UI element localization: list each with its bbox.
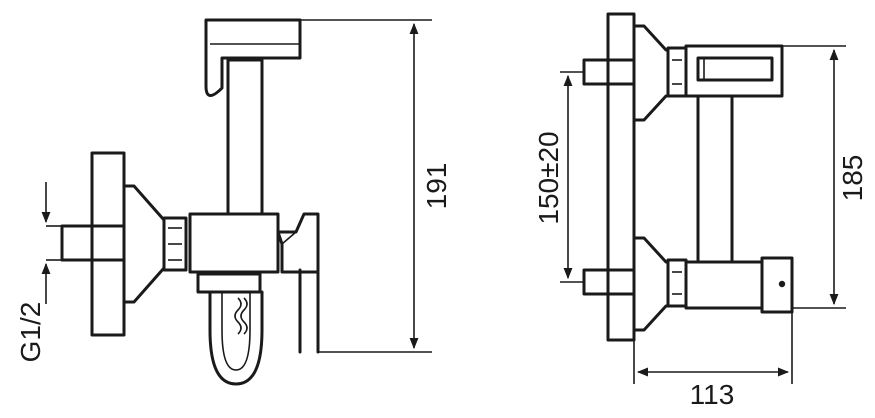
thread-label: G1/2 [15, 302, 46, 363]
width-113-label: 113 [690, 379, 735, 410]
side-rod-left [298, 268, 320, 354]
hose-outlet-left [196, 272, 264, 386]
dimension-150: 150±20 [533, 71, 584, 283]
sprayer-holder-left [204, 18, 302, 97]
height-185-label: 185 [837, 155, 868, 202]
dimension-191: 191 [300, 19, 452, 353]
column-right [696, 94, 734, 264]
dimension-191-label: 191 [421, 163, 452, 210]
left-view: 191 G1/2 [15, 18, 452, 386]
lower-valve-right [684, 256, 794, 314]
lever-handle-left [276, 212, 320, 274]
hex-nut-left [162, 216, 188, 272]
dimension-185: 185 [782, 45, 868, 309]
upper-holder-right [684, 44, 784, 98]
riser-pipe-left [226, 58, 264, 216]
spacing-label: 150±20 [533, 131, 564, 224]
dimension-113: 113 [633, 312, 793, 410]
valve-body-left [188, 212, 280, 274]
lower-escutcheon-right [632, 236, 688, 332]
right-view: 150±20 185 113 [533, 12, 868, 410]
wall-section-right [606, 12, 636, 342]
dimension-thread: G1/2 [15, 182, 62, 362]
upper-escutcheon-right [632, 24, 688, 122]
wall-section-left [90, 151, 126, 337]
